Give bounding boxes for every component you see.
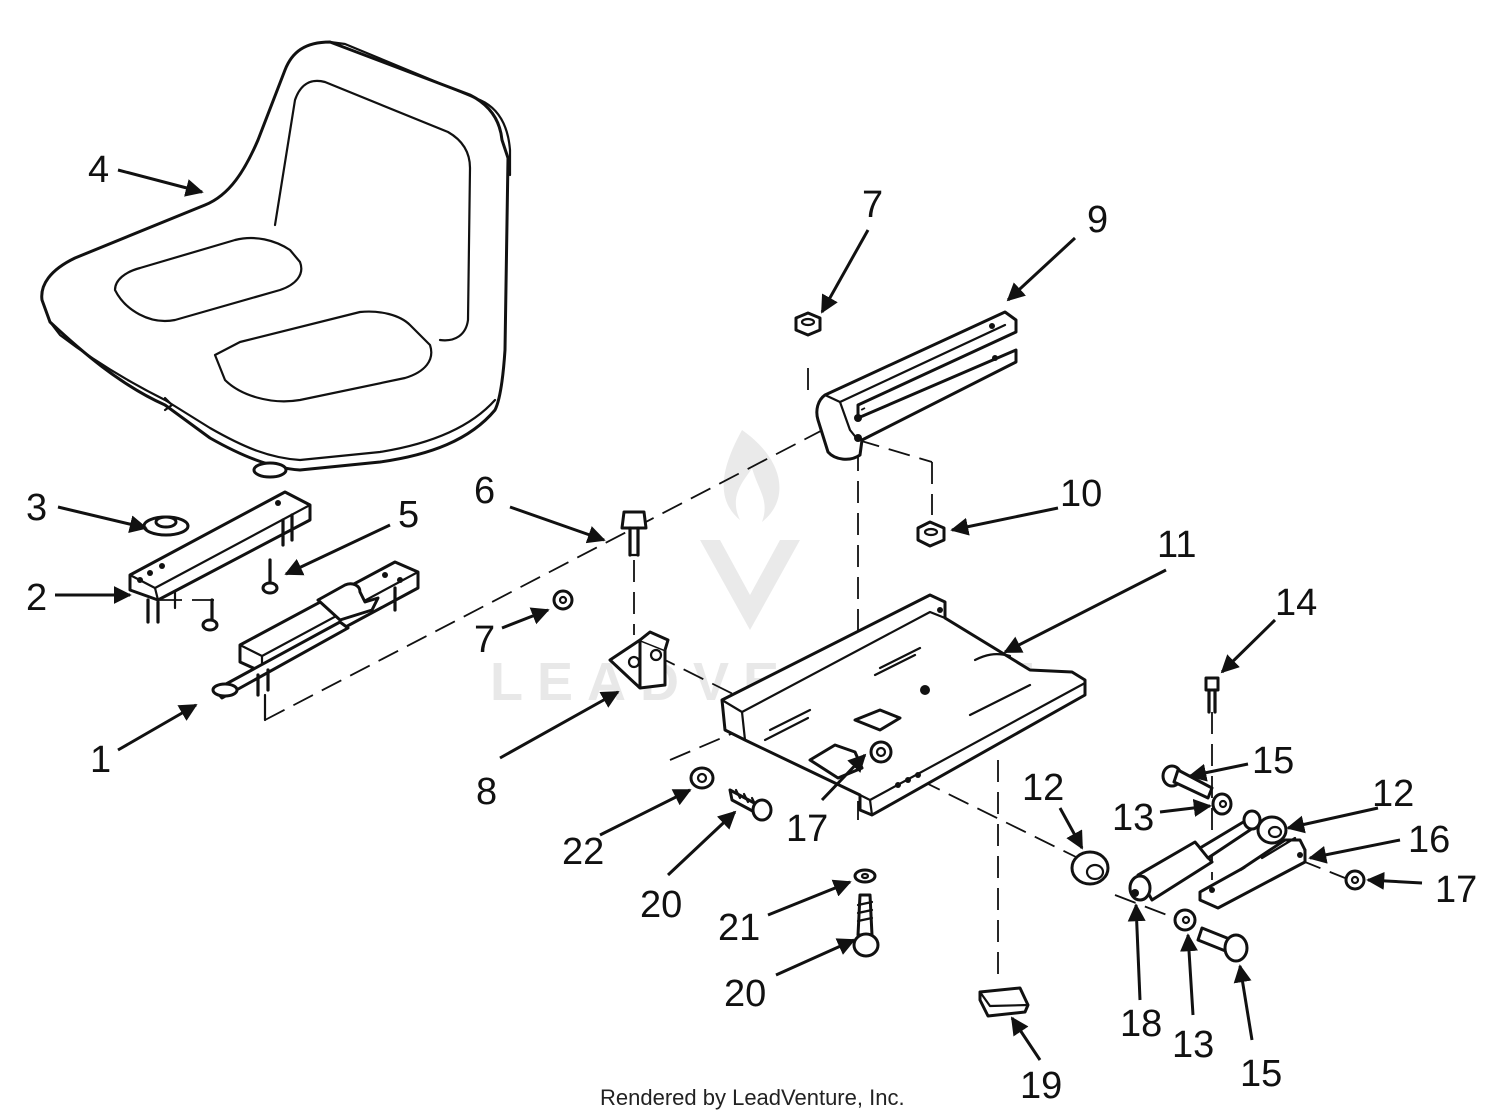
callout-1: 1 [90,739,111,781]
callout-17-right: 17 [1435,869,1477,911]
lock-nut-17-center [869,740,893,764]
lock-nut-17-right [1344,869,1366,891]
callout-21: 21 [718,907,760,949]
callout-12-left: 12 [1022,767,1064,809]
upper-slide-rail [128,490,312,624]
callout-15-upper: 15 [1252,740,1294,782]
callout-15-lower: 15 [1240,1053,1282,1095]
callout-8: 8 [476,771,497,813]
callout-20-upper: 20 [640,884,682,926]
callout-22: 22 [562,831,604,873]
bushing-12-left [1070,850,1110,886]
callout-14: 14 [1275,582,1317,624]
callout-18: 18 [1120,1003,1162,1045]
callout-19: 19 [1020,1065,1062,1107]
seat [40,40,512,479]
callout-3: 3 [26,487,47,529]
washer-13-lower [1173,908,1197,932]
hex-bolt-20-lower [852,893,880,958]
lower-slide-rail [211,560,420,722]
leader-arrows [55,168,1423,1061]
callout-13-upper: 13 [1112,797,1154,839]
pivot-bracket [815,310,1018,461]
callout-5: 5 [398,494,419,536]
callout-9: 9 [1087,199,1108,241]
lock-washer-21 [853,868,877,884]
hex-nut-10 [916,520,946,548]
rubber-bumper [142,515,190,537]
seat-base-pan [720,593,1087,817]
callout-10: 10 [1060,473,1102,515]
hex-bolt-15-lower [1196,926,1249,963]
footer-credit: Rendered by LeadVenture, Inc. [600,1085,905,1110]
callout-7-left: 7 [474,619,495,661]
mounting-bracket [1198,836,1307,910]
callout-11: 11 [1157,524,1196,566]
washer-13-upper [1211,792,1233,816]
callout-labels: 4 3 5 2 1 6 7 7 8 9 10 11 12 12 13 13 14… [26,149,1477,1107]
hex-bolt-14 [1204,676,1220,714]
callout-16: 16 [1408,819,1450,861]
bushing-12-right [1256,815,1288,845]
hex-bolt-20-upper [728,788,773,822]
lock-nut-22 [689,766,715,790]
callout-17-center: 17 [786,808,828,850]
callout-12-right: 12 [1372,773,1414,815]
hex-nut-7-top [794,311,822,337]
hex-bolt-15-upper [1161,764,1214,800]
angle-bracket [608,630,670,690]
end-cap [978,986,1030,1018]
callout-4: 4 [88,149,109,191]
callout-13-lower: 13 [1172,1024,1214,1066]
hex-bolt-6 [620,510,648,557]
callout-6: 6 [474,470,495,512]
callout-20-lower: 20 [724,973,766,1015]
callout-7-top: 7 [862,184,883,226]
slide-screw [201,558,279,632]
lock-nut-7-left [552,589,574,611]
shock-absorber [1128,809,1262,902]
callout-2: 2 [26,577,47,619]
